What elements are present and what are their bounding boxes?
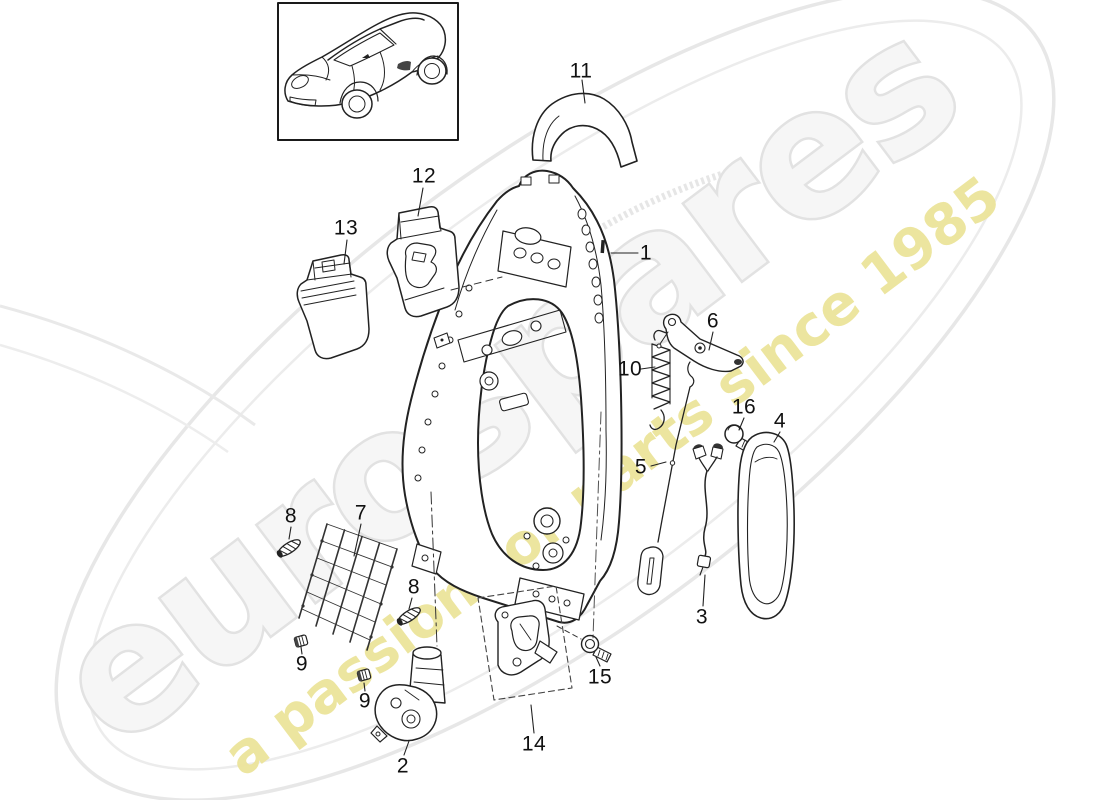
side-trim-lower-part <box>296 254 370 360</box>
lumbar-spring-right-part <box>396 607 421 626</box>
release-rod-part <box>637 361 695 596</box>
construction-lines <box>430 276 602 647</box>
callout-8-right[interactable]: 8 <box>407 575 421 599</box>
callout-12[interactable]: 12 <box>411 164 437 188</box>
callout-2[interactable]: 2 <box>396 754 410 778</box>
headrest-guide-part <box>531 92 638 168</box>
callout-13[interactable]: 13 <box>333 216 359 240</box>
side-bolster-part <box>737 431 795 620</box>
callout-3[interactable]: 3 <box>695 605 709 629</box>
lumbar-motor-part <box>370 646 446 743</box>
mounting-bracket-part <box>477 585 573 701</box>
tension-spring-part <box>649 329 671 431</box>
callout-1[interactable]: 1 <box>639 241 653 265</box>
callout-5[interactable]: 5 <box>634 455 648 479</box>
lumbar-wire-mat-part <box>298 523 398 651</box>
lever-bracket-part <box>656 313 744 373</box>
screw-15-part <box>580 634 612 663</box>
clip-left-part <box>293 634 309 648</box>
callout-14[interactable]: 14 <box>521 732 547 756</box>
callout-11[interactable]: 11 <box>569 59 593 83</box>
side-trim-upper-part <box>386 206 460 318</box>
callout-8-left[interactable]: 8 <box>284 504 298 528</box>
callout-7[interactable]: 7 <box>354 501 368 525</box>
callout-6[interactable]: 6 <box>706 309 720 333</box>
callout-9-left[interactable]: 9 <box>295 652 309 676</box>
callout-15[interactable]: 15 <box>587 665 613 689</box>
car-thumbnail-box <box>277 2 459 141</box>
callout-16[interactable]: 16 <box>731 395 757 419</box>
lumbar-spring-left-part <box>276 539 301 558</box>
car-line-art-icon <box>284 12 448 119</box>
clip-right-part <box>356 668 372 682</box>
callout-4[interactable]: 4 <box>773 409 787 433</box>
sensor-cable-part <box>692 443 724 576</box>
callout-10[interactable]: 10 <box>617 357 643 381</box>
callout-leader-lines <box>288 79 781 756</box>
callout-9-right[interactable]: 9 <box>358 689 372 713</box>
